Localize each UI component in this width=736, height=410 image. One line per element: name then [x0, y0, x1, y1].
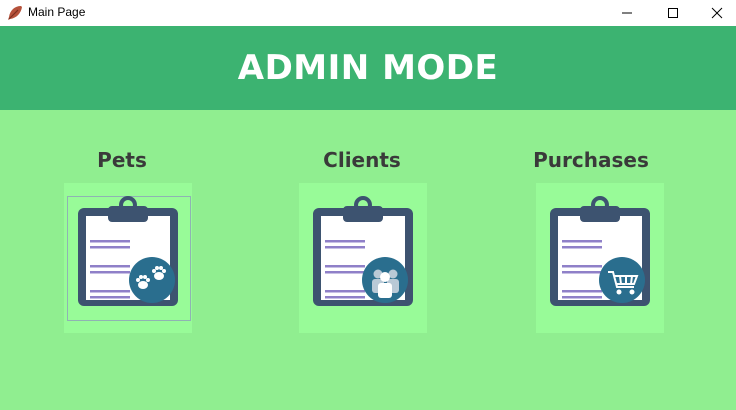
- clients-button[interactable]: [299, 183, 427, 333]
- window-title: Main Page: [28, 5, 86, 19]
- header-banner: ADMIN MODE: [0, 26, 736, 110]
- window-titlebar[interactable]: Main Page: [0, 0, 736, 26]
- close-icon: [711, 7, 723, 19]
- purchases-button[interactable]: [536, 183, 664, 333]
- minimize-icon: [622, 12, 632, 14]
- maximize-icon: [668, 8, 678, 18]
- clipboard-paw-icon: [78, 196, 178, 306]
- maximize-button[interactable]: [650, 0, 696, 26]
- page-title: ADMIN MODE: [237, 48, 499, 88]
- pets-label: Pets: [97, 148, 147, 172]
- close-button[interactable]: [694, 0, 736, 26]
- feather-icon: [8, 6, 22, 20]
- pets-button[interactable]: [64, 183, 192, 333]
- minimize-button[interactable]: [604, 0, 650, 26]
- purchases-label: Purchases: [533, 148, 649, 172]
- clients-label: Clients: [323, 148, 401, 172]
- clipboard-people-icon: [313, 196, 413, 306]
- clipboard-cart-icon: [550, 196, 650, 306]
